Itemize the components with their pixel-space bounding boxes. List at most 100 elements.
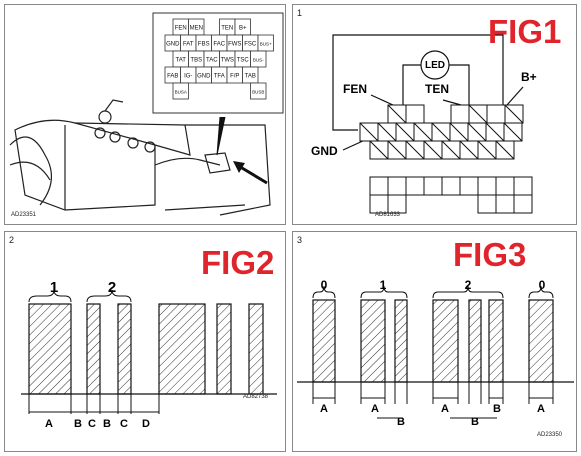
battery-outline: [14, 119, 156, 211]
fig1-pin-cell: [369, 194, 389, 214]
panel2-ref: AD81633: [375, 212, 401, 218]
connector-pin-label: FEN: [175, 26, 187, 32]
panel-fig1: LED FEN TEN B+ GND 1 FIG1 AD81633: [292, 4, 577, 225]
fig1-pin-cell: [405, 176, 425, 196]
led-icon: [420, 50, 450, 80]
fig3-title: FIG3: [453, 236, 527, 273]
fig1-pin-cell: [486, 104, 506, 124]
panel3-number: 2: [9, 235, 15, 245]
fig2-pulse-bar: [86, 303, 101, 395]
fig1-pin-cell: [423, 176, 443, 196]
fig3-pulse-diagram: 0 1 2 0 A A B A B B A: [297, 278, 574, 428]
connector-pin-label: TSC: [237, 58, 250, 64]
fig1-pin-cell: [459, 176, 479, 196]
fig3-pulse-bar: [488, 299, 504, 383]
connector-cell: [172, 82, 189, 100]
fig2-pulse-bar: [28, 303, 72, 395]
fig3-group-label: 1: [380, 278, 387, 292]
connector-pin-label: TAB: [245, 74, 256, 80]
connector-pin-label: FBS: [198, 42, 210, 48]
fig3-pulse-bar: [468, 299, 482, 383]
fig3-pulse-bar: [394, 299, 408, 383]
fig2-pulse-bar: [216, 303, 232, 395]
connector-pin-label: FWS: [228, 42, 241, 48]
fig3-dim-label: B: [397, 416, 405, 428]
panel3-ref: AD82738: [243, 394, 269, 400]
fig1-pin-cell: [387, 194, 407, 214]
fig2-dim-label: C: [120, 418, 128, 430]
fig1-pin-cell: [441, 176, 461, 196]
fig3-pulse-bar: [528, 299, 554, 383]
fen-label: FEN: [343, 82, 367, 96]
wire-led-ten: [449, 64, 470, 105]
fig3-group-bracket: [360, 285, 408, 299]
fig2-pulse-diagram: 1 2 A B C B C D: [21, 279, 277, 430]
panel4-ref: AD23350: [537, 432, 563, 438]
connector-pin-label: FAC: [213, 42, 225, 48]
fig2-dim-label: B: [74, 418, 82, 430]
gnd-label: GND: [311, 144, 338, 158]
panel-fig3: 0 1 2 0 A A B A B B A 3 FIG3 AD23350: [292, 231, 577, 452]
fig3-group-label: 2: [465, 278, 472, 292]
connector-pin-label: TBS: [190, 58, 202, 64]
panel4-number: 3: [297, 235, 303, 245]
fig1-pin-cell: [405, 104, 425, 124]
fig3-group-bracket: [432, 285, 504, 299]
fig3-dim-label: B: [493, 403, 501, 415]
fig2-group-label: 2: [108, 279, 116, 296]
fig2-dim-label: C: [88, 418, 96, 430]
fig1-pin-cell: [513, 176, 533, 196]
connector-pin-label: BUS-: [253, 58, 264, 63]
led-label: LED: [425, 60, 445, 71]
connector-pin-label: GND: [197, 74, 211, 80]
connector-pin-label: TAC: [206, 58, 218, 64]
connector-pin-label: IG-: [184, 74, 192, 80]
connector-pin-label: FAB: [167, 74, 178, 80]
fig1-pin-cell: [477, 176, 497, 196]
wire-gnd-to-bplus: [332, 34, 504, 131]
fig2-pulse-bar: [248, 303, 264, 395]
connector-pin-label: FSC: [244, 42, 257, 48]
fig3-dim-label: A: [320, 403, 328, 415]
connector-pin-label: F/P: [230, 74, 239, 80]
connector-pin-label: TWS: [221, 58, 234, 64]
connector-pin-label: TFA: [214, 74, 225, 80]
fig3-pulse-bar: [432, 299, 459, 383]
diagnostic-connector: [204, 152, 231, 174]
fig3-dim-label: A: [441, 403, 449, 415]
fig3-group-label: 0: [539, 278, 546, 292]
fig3-group-bracket: [528, 285, 554, 299]
connector-pin-label: TEN: [221, 26, 233, 32]
panel1-ref: AD23351: [11, 212, 37, 218]
fig1-connector-diagram: LED FEN TEN B+ GND: [311, 34, 537, 214]
fig1-pin-cell: [387, 176, 407, 196]
connector-pin-label: BUSA: [175, 90, 187, 95]
fig1-pin-cell: [513, 194, 533, 214]
fig3-dim-label: B: [471, 416, 479, 428]
fig3-dim-label: A: [537, 403, 545, 415]
bplus-label: B+: [521, 70, 537, 84]
panel2-number: 1: [297, 8, 303, 18]
fig2-pulse-bar: [158, 303, 206, 395]
fig1-title: FIG1: [488, 13, 562, 50]
fig2-title: FIG2: [201, 244, 275, 281]
fig1-pin-cell: [495, 176, 515, 196]
fig2-pulse-bar: [117, 303, 132, 395]
wire-fen-led: [402, 64, 421, 105]
connector-cell: [250, 82, 267, 100]
panel-fig2: 1 2 A B C B C D 2 FIG2 AD82738: [4, 231, 286, 452]
fig2-dim-label: D: [142, 418, 150, 430]
fig2-group-bracket: [86, 289, 132, 303]
connector-pin-label: B+: [239, 26, 247, 32]
fig1-pin-cell: [369, 176, 389, 196]
connector-pin-label: FAT: [183, 42, 194, 48]
fig1-pin-cell: [477, 194, 497, 214]
ten-label: TEN: [425, 82, 449, 96]
connector-pin-label: BUS+: [260, 42, 272, 47]
fig1-pin-cell: [495, 194, 515, 214]
fig3-pulse-bar: [360, 299, 386, 383]
fig2-group-bracket: [28, 289, 72, 303]
